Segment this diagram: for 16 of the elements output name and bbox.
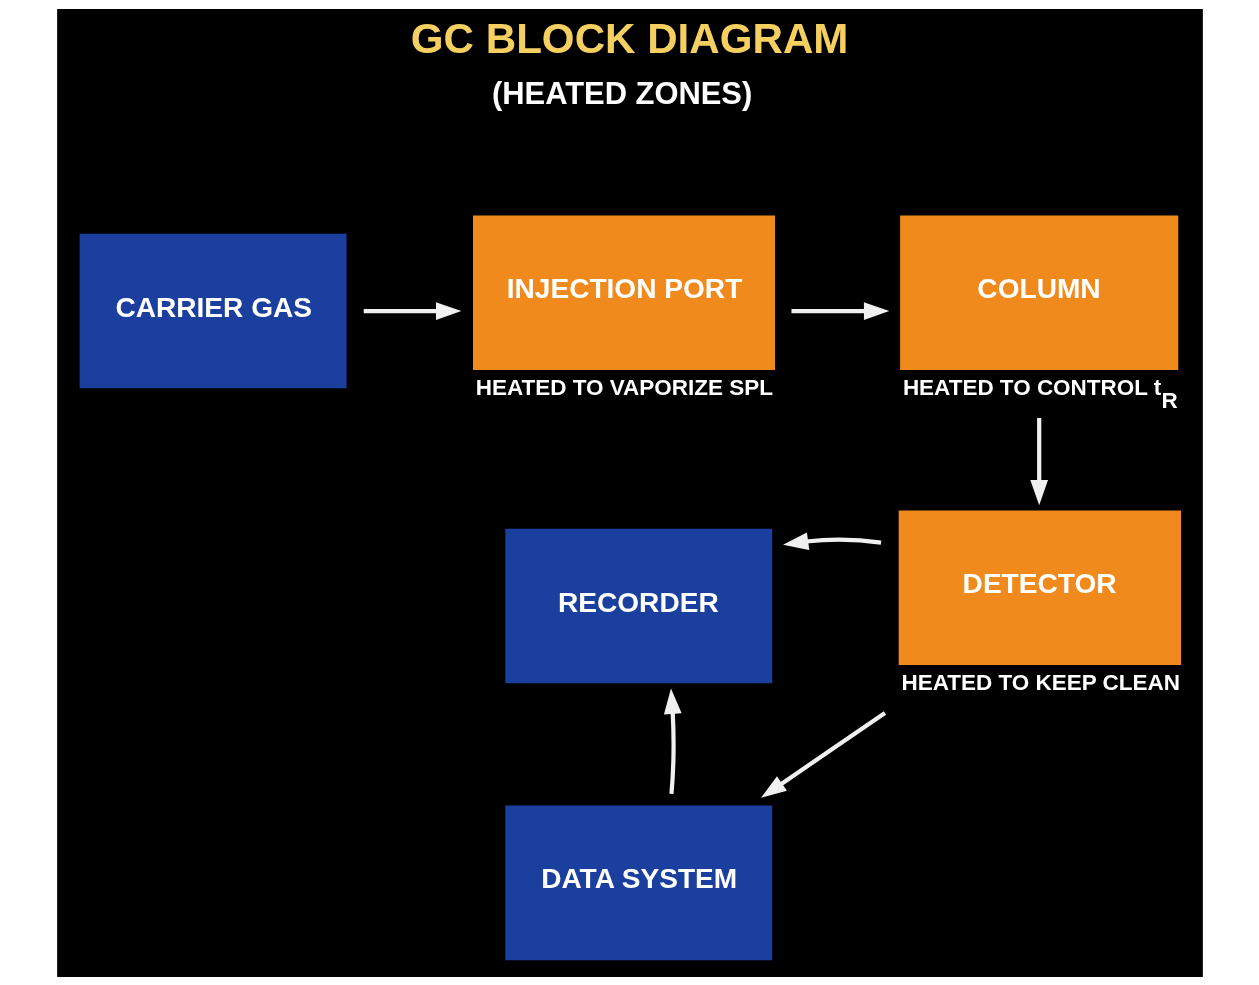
arrow	[790, 301, 889, 320]
node-box: INJECTION PORT	[472, 215, 775, 370]
arrow	[1029, 417, 1048, 505]
node-box: CARRIER GAS	[79, 233, 347, 388]
node-box: RECORDER	[504, 528, 772, 683]
arrow	[782, 531, 881, 550]
node-box: DATA SYSTEM	[504, 805, 772, 960]
diagram-title: GC BLOCK DIAGRAM	[410, 14, 848, 62]
node-box: DETECTOR	[898, 510, 1181, 665]
node-label: HEATED TO KEEP CLEAN	[901, 669, 1180, 695]
arrow	[363, 301, 461, 320]
arrow	[760, 710, 886, 798]
arrow	[663, 688, 682, 794]
label: (HEATED ZONES)	[491, 75, 752, 111]
node-label: HEATED TO VAPORIZE SPL	[475, 374, 773, 400]
node-box: COLUMN	[899, 215, 1178, 370]
